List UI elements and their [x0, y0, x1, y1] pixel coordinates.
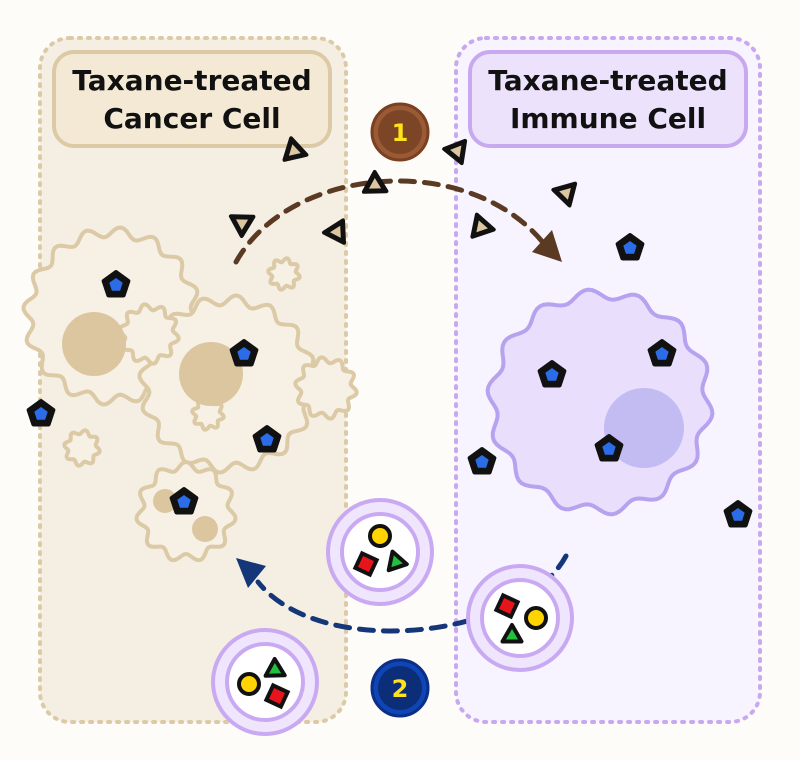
- vesicle-bottom-left: [211, 628, 319, 736]
- particle-layer: [26, 136, 753, 528]
- step-2-number: 2: [392, 675, 409, 703]
- cancer-nucleus-b: [179, 342, 243, 406]
- arrow-head-bottom: [236, 558, 266, 588]
- cancer-blebs-right: [293, 355, 359, 421]
- taxane-particle-blue-1: [101, 270, 131, 298]
- step-1-number: 1: [392, 119, 409, 147]
- cargo-triangle-5: [322, 218, 346, 245]
- cancer-nucleus-a: [62, 312, 126, 376]
- taxane-particle-blue-8: [647, 339, 677, 367]
- cargo-triangle-3: [361, 170, 389, 194]
- cargo-triangle-6: [470, 212, 496, 239]
- arrow-head-top: [532, 230, 562, 262]
- cargo-triangle-1: [282, 136, 309, 162]
- taxane-particle-blue-7: [537, 360, 567, 388]
- vesicle-center: [326, 498, 434, 606]
- immune-cell-label: Taxane-treated Immune Cell: [468, 50, 748, 148]
- cancer-label-line1: Taxane-treated: [72, 64, 311, 97]
- cancer-bleb-c: [62, 428, 102, 468]
- cancer-bleb-b: [266, 256, 302, 292]
- taxane-particle-blue-11: [723, 500, 753, 528]
- cancer-label-line2: Cancer Cell: [103, 102, 280, 135]
- cancer-nucleus-c: [153, 489, 177, 513]
- taxane-particle-blue-6: [615, 233, 645, 261]
- cargo-triangle-4: [228, 214, 256, 238]
- step-1-badge: 1: [370, 102, 430, 162]
- cargo-triangle-2: [442, 138, 468, 166]
- step-2-badge: 2: [370, 658, 430, 718]
- taxane-particle-blue-9: [594, 434, 624, 462]
- cancer-nucleus-d: [192, 516, 218, 542]
- cargo-triangle-7: [551, 181, 578, 208]
- vesicle-layer: [211, 498, 574, 736]
- taxane-particle-blue-3: [252, 425, 282, 453]
- taxane-particle-blue-2: [229, 339, 259, 367]
- immune-label-line2: Immune Cell: [510, 102, 706, 135]
- cancer-cell-label: Taxane-treated Cancer Cell: [52, 50, 332, 148]
- taxane-particle-blue-4: [169, 487, 199, 515]
- taxane-particle-blue-10: [467, 447, 497, 475]
- vesicle-right: [466, 564, 574, 672]
- immune-nucleus: [604, 388, 684, 468]
- immune-label-line1: Taxane-treated: [488, 64, 727, 97]
- taxane-particle-blue-5: [26, 399, 56, 427]
